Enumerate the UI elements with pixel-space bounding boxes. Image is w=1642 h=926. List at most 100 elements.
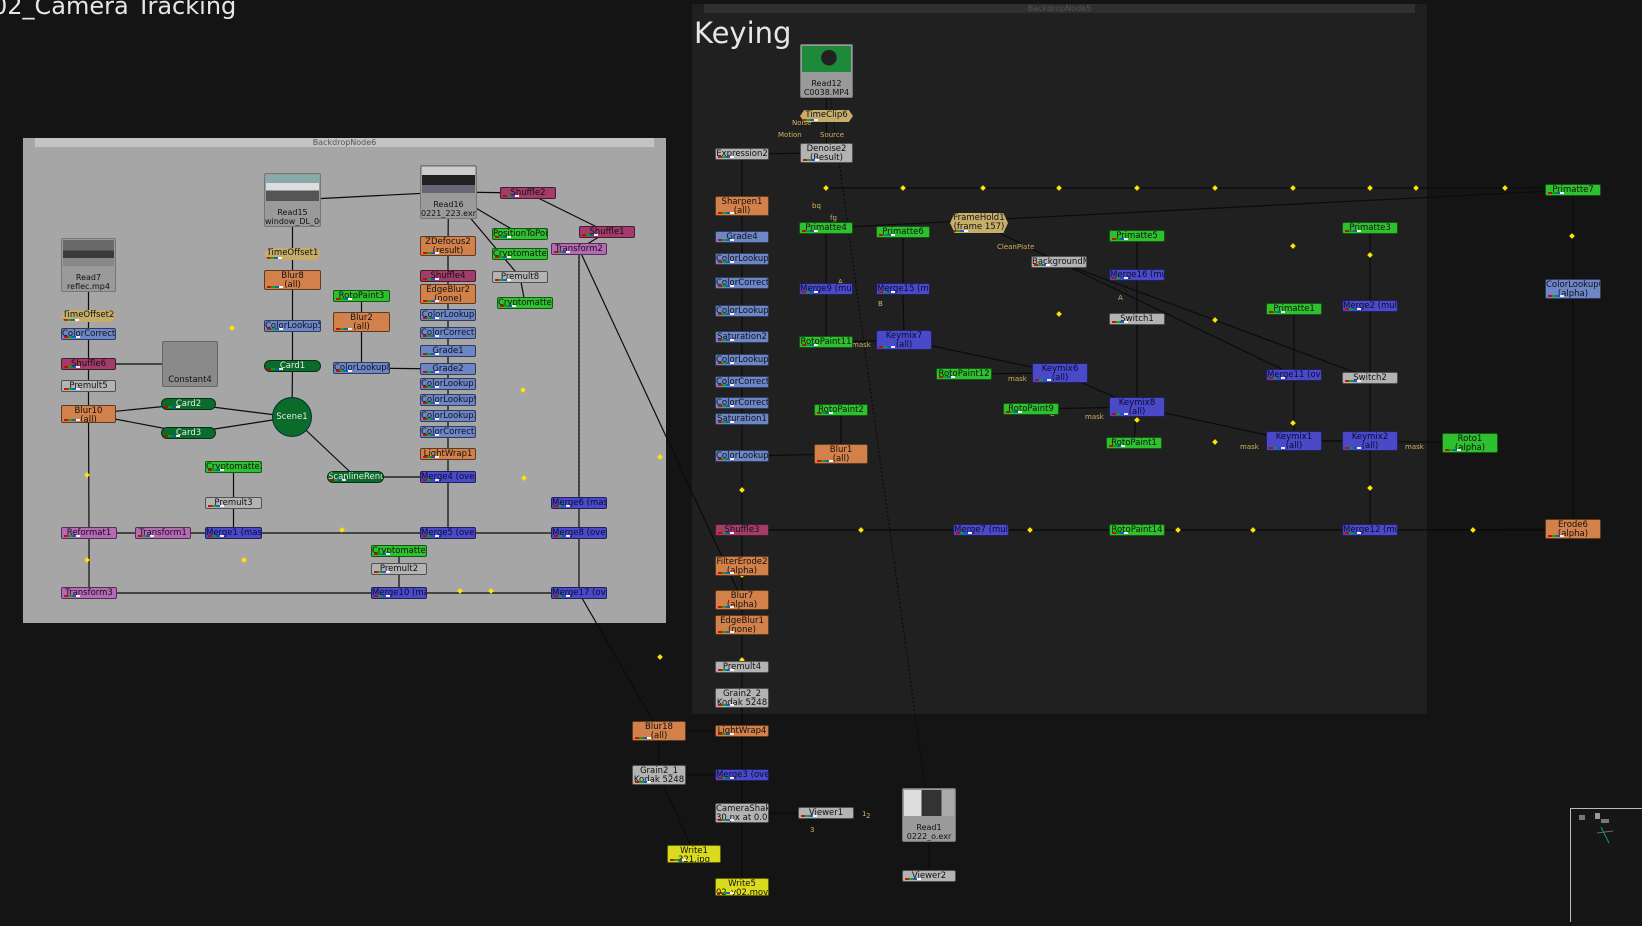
node-keymix6[interactable]: Keymix6(all) — [1032, 363, 1088, 383]
node-framehold1[interactable]: FrameHold1(frame 157) — [950, 213, 1008, 233]
node-blur8[interactable]: Blur8(all) — [264, 270, 321, 290]
node-colorcorrect5[interactable]: ColorCorrect5 — [715, 376, 769, 388]
node-cryptomatte3[interactable]: Cryptomatte3 — [371, 545, 427, 557]
node-colorlookup[interactable]: ColorLookup — [420, 309, 476, 321]
node-roto1[interactable]: Roto1(alpha) — [1442, 433, 1498, 453]
node-keymix1[interactable]: Keymix1(all) — [1266, 431, 1322, 451]
node-colorcorrect3[interactable]: ColorCorrect3 — [61, 328, 116, 340]
node-merge15[interactable]: Merge15 (multiply) — [876, 283, 930, 295]
node-filtererode2[interactable]: FilterErode2(alpha) — [715, 556, 769, 576]
node-erode6[interactable]: Erode6(alpha) — [1545, 519, 1601, 539]
node-grade4[interactable]: Grade4 — [715, 231, 769, 243]
node-primatte7[interactable]: Primatte7 — [1545, 184, 1601, 196]
node-cryptomatte4[interactable]: Cryptomatte4 — [492, 248, 548, 260]
node-premult2[interactable]: Premult2 — [371, 563, 427, 575]
node-sharpen1[interactable]: Sharpen1(all) — [715, 196, 769, 216]
node-saturation1[interactable]: Saturation1 — [715, 413, 769, 425]
node-rotopaint12[interactable]: RotoPaint12 — [936, 368, 992, 380]
node-colorlookup6[interactable]: ColorLookup6(alpha) — [1545, 279, 1601, 299]
node-blur2[interactable]: Blur2(all) — [333, 312, 390, 332]
node-colorlookup5[interactable]: ColorLookup5 — [264, 320, 321, 332]
node-shuffle4[interactable]: Shuffle4 — [420, 270, 476, 282]
node-shuffle1[interactable]: Shuffle1 — [579, 226, 635, 238]
node-blur7[interactable]: Blur7(alpha) — [715, 590, 769, 610]
node-card2[interactable]: Card2 — [161, 398, 216, 410]
node-rotopaint1[interactable]: RotoPaint1 — [1106, 437, 1162, 449]
node-lightwrap1[interactable]: LightWrap1 — [420, 448, 476, 460]
node-shuffle3[interactable]: Shuffle3 — [715, 524, 769, 536]
node-transform3[interactable]: Transform3 — [61, 587, 117, 599]
node-edgeblur2[interactable]: EdgeBlur2(none) — [420, 284, 476, 304]
node-merge3[interactable]: Merge3 (over) — [715, 769, 769, 781]
node-primatte5[interactable]: Primatte5 — [1109, 230, 1165, 242]
node-colorlookup2[interactable]: ColorLookup2 — [420, 410, 476, 422]
node-card3[interactable]: Card3 — [161, 427, 216, 439]
node-keymix2[interactable]: Keymix2(all) — [1342, 431, 1398, 451]
node-merge4[interactable]: Merge4 (over) — [420, 471, 476, 483]
node-merge11[interactable]: Merge11 (over) — [1266, 369, 1322, 381]
node-merge2[interactable]: Merge2 (multiply) — [1342, 300, 1398, 312]
node-premult4[interactable]: Premult4 — [715, 661, 769, 673]
node-positiontopoints[interactable]: PositionToPoints — [492, 228, 548, 240]
node-keymix7[interactable]: Keymix7(all) — [876, 330, 932, 350]
node-scene1[interactable]: Scene1 — [272, 397, 312, 437]
node-shuffle2[interactable]: Shuffle2 — [500, 187, 556, 199]
node-merge8[interactable]: Merge8 (over) — [551, 527, 607, 539]
node-transform2[interactable]: Transform2 — [551, 243, 607, 255]
node-merge16[interactable]: Merge16 (multiply) — [1109, 269, 1165, 281]
node-constant4[interactable]: Constant4 — [162, 341, 218, 387]
node-viewer1[interactable]: Viewer1 — [798, 807, 854, 819]
node-colorlookup8[interactable]: ColorLookup8 — [333, 362, 390, 374]
node-primatte3[interactable]: Primatte3 — [1342, 222, 1398, 234]
node-scanlinerender[interactable]: ScanlineRender — [327, 471, 384, 483]
node-colorcorrect4[interactable]: ColorCorrect4 — [715, 277, 769, 289]
node-merge9[interactable]: Merge9 (multiply) — [799, 283, 853, 295]
node-colorlookup11[interactable]: ColorLookup11 — [420, 378, 476, 390]
node-card1[interactable]: Card1 — [264, 360, 321, 372]
node-blur1[interactable]: Blur1(all) — [814, 444, 868, 464]
node-merge10[interactable]: Merge10 (mask) — [371, 587, 427, 599]
node-primatte1[interactable]: Primatte1 — [1266, 303, 1322, 315]
node-premult5[interactable]: Premult5 — [61, 380, 116, 392]
node-merge12[interactable]: Merge12 (multiply) — [1342, 524, 1398, 536]
node-grade2[interactable]: Grade2 — [420, 363, 476, 375]
node-colorlookup9[interactable]: ColorLookup9 — [420, 394, 476, 406]
node-timeclip6[interactable]: TimeClip6 — [800, 110, 853, 122]
node-primatte4[interactable]: Primatte4 — [799, 222, 853, 234]
node-grade1[interactable]: Grade1 — [420, 345, 476, 357]
node-backgroundmatting[interactable]: BackgroundMatting — [1031, 256, 1087, 268]
node-primatte6[interactable]: Primatte6 — [876, 226, 930, 238]
node-timeoffset2[interactable]: TimeOffset2 — [61, 310, 116, 322]
node-merge1[interactable]: Merge1 (mask) — [205, 527, 262, 539]
node-switch2[interactable]: Switch2 — [1342, 372, 1398, 384]
node-premult8[interactable]: Premult8 — [492, 271, 548, 283]
node-expression2[interactable]: Expression2 — [715, 148, 769, 160]
node-rotopaint9[interactable]: RotoPaint9 — [1003, 403, 1059, 415]
node-cryptomatte1[interactable]: Cryptomatte1 — [497, 297, 553, 309]
node-merge6[interactable]: Merge6 (mask) — [551, 497, 607, 509]
node-rotopaint14[interactable]: RotoPaint14 — [1109, 524, 1165, 536]
node-merge5[interactable]: Merge5 (over) — [420, 527, 476, 539]
backdrop-tracking[interactable]: BackdropNode6 — [23, 138, 666, 623]
node-denoise2[interactable]: Denoise2(Result) — [800, 143, 853, 163]
node-transform1[interactable]: Transform1 — [135, 527, 191, 539]
node-zdefocus2[interactable]: ZDefocus2(result) — [420, 236, 476, 256]
node-colorcorrect1[interactable]: ColorCorrect1 — [420, 327, 476, 339]
node-merge17[interactable]: Merge17 (over) — [551, 587, 607, 599]
node-timeoffset1[interactable]: TimeOffset1 — [264, 248, 321, 260]
node-shuffle6[interactable]: Shuffle6 — [61, 358, 116, 370]
node-premult3[interactable]: Premult3 — [205, 497, 262, 509]
backdrop-keying[interactable]: BackdropNode5 — [692, 4, 1427, 714]
node-camerashake3[interactable]: CameraShake330 px at 0.05 — [715, 803, 769, 823]
node-viewer2[interactable]: Viewer2 — [902, 870, 956, 882]
node-colorcorrect2[interactable]: ColorCorrect2 — [420, 426, 476, 438]
